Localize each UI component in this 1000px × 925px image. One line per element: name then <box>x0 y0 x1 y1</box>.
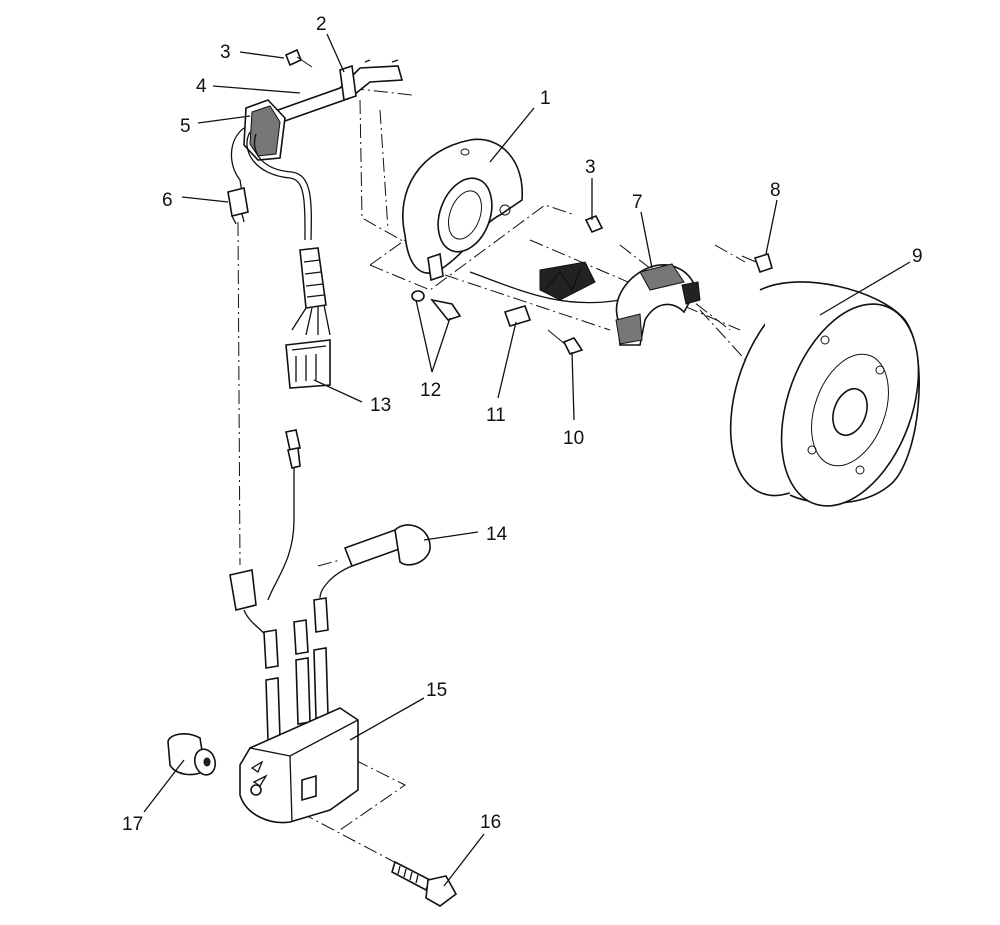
pickup-part-11 <box>469 261 621 327</box>
callout-8: 8 <box>770 180 781 201</box>
grommet-part-17 <box>167 733 217 776</box>
callout-9: 9 <box>912 246 923 267</box>
callout-13: 13 <box>370 395 391 416</box>
callout-5: 5 <box>180 116 191 137</box>
callout-11: 11 <box>486 405 506 426</box>
callout-labels: 1 2 3 3 4 5 6 7 8 9 10 11 12 13 14 15 16… <box>122 14 923 835</box>
ignition-coil-part-15 <box>239 647 359 824</box>
screw-part-8 <box>741 252 773 274</box>
screw-part-3-right <box>584 214 604 234</box>
screw-part-10 <box>547 329 584 355</box>
callout-7: 7 <box>632 192 643 213</box>
connector-part-6 <box>227 187 249 225</box>
callout-16: 16 <box>480 812 501 833</box>
callout-2: 2 <box>316 14 327 35</box>
wire-bundle <box>291 247 331 336</box>
stator-coil-part-7 <box>615 263 701 346</box>
callout-6: 6 <box>162 190 173 211</box>
screw-part-3-upper <box>284 48 313 68</box>
bolt-part-16 <box>391 860 458 907</box>
callout-1: 1 <box>540 88 551 109</box>
flywheel-part-9 <box>729 281 920 507</box>
callout-15: 15 <box>426 680 447 701</box>
callout-17: 17 <box>122 814 143 835</box>
callout-4: 4 <box>196 76 207 97</box>
callout-12: 12 <box>420 380 441 401</box>
leader-lines <box>143 33 911 887</box>
callout-3-upper: 3 <box>220 42 231 63</box>
callout-3-right: 3 <box>585 157 596 178</box>
wire-harness-part-4 <box>277 59 404 123</box>
coil-lead-wires <box>229 429 329 669</box>
spark-plug-cap-part-14 <box>319 524 431 599</box>
callout-14: 14 <box>486 524 508 545</box>
rectifier-wires <box>230 127 312 241</box>
stator-plate-part-1 <box>402 138 523 282</box>
plug-part-13 <box>285 339 331 389</box>
screw-part-12 <box>411 290 462 321</box>
callout-10: 10 <box>563 428 584 449</box>
